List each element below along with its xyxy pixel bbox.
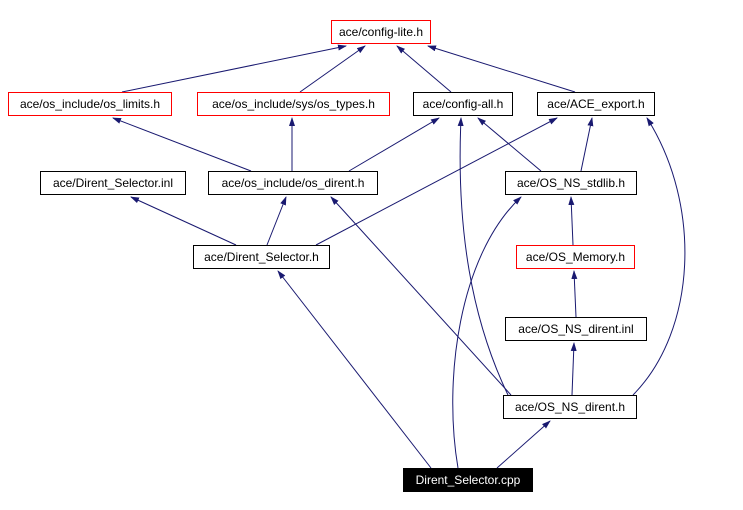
edge-config-all-to-config-lite — [396, 45, 452, 93]
node-ace-ace-export-h[interactable]: ace/ACE_export.h — [537, 92, 655, 116]
edge-os-ns-dirent-h-to-os-ns-dirent-inl — [570, 342, 577, 396]
edge-dirent-selector-h-to-ace-export — [315, 117, 558, 246]
edge-dirent-selector-cpp-to-dirent-selector-h — [277, 270, 432, 469]
edge-dirent-selector-cpp-to-os-ns-stdlib — [452, 196, 522, 469]
edge-ace-export-to-config-lite — [427, 45, 576, 93]
edge-os-dirent-to-config-all — [348, 117, 440, 172]
edge-dirent-selector-cpp-to-os-ns-dirent-h — [496, 420, 551, 469]
node-ace-os-memory-h[interactable]: ace/OS_Memory.h — [516, 245, 635, 269]
node-ace-os-ns-stdlib-h[interactable]: ace/OS_NS_stdlib.h — [505, 171, 637, 195]
node-ace-os-include-sys-os-types-h[interactable]: ace/os_include/sys/os_types.h — [197, 92, 390, 116]
node-dirent-selector-cpp: Dirent_Selector.cpp — [403, 468, 533, 492]
edge-os-dirent-to-os-limits — [112, 117, 252, 172]
node-ace-config-lite-h[interactable]: ace/config-lite.h — [331, 20, 431, 44]
edge-os-ns-stdlib-to-config-all — [477, 117, 542, 172]
node-ace-os-include-os-dirent-h[interactable]: ace/os_include/os_dirent.h — [208, 171, 378, 195]
node-ace-os-ns-dirent-inl[interactable]: ace/OS_NS_dirent.inl — [505, 317, 647, 341]
node-ace-dirent-selector-h[interactable]: ace/Dirent_Selector.h — [193, 245, 330, 269]
edge-os-limits-to-config-lite — [121, 44, 347, 93]
node-ace-os-include-os-limits-h[interactable]: ace/os_include/os_limits.h — [8, 92, 172, 116]
edge-os-ns-stdlib-to-ace-export — [580, 117, 594, 172]
edge-os-ns-dirent-h-to-ace-export — [632, 117, 686, 396]
edge-dirent-selector-h-to-os-dirent — [266, 196, 287, 246]
edge-sys-os-types-to-config-lite — [299, 45, 366, 93]
edge-os-ns-dirent-h-to-os-dirent — [330, 196, 512, 396]
node-ace-dirent-selector-inl[interactable]: ace/Dirent_Selector.inl — [40, 171, 186, 195]
node-ace-config-all-h[interactable]: ace/config-all.h — [413, 92, 513, 116]
edge-os-memory-to-os-ns-stdlib — [568, 196, 575, 246]
edge-os-ns-dirent-inl-to-os-memory — [571, 270, 578, 318]
edge-os-ns-dirent-h-to-config-all — [457, 117, 509, 396]
edge-dirent-selector-h-to-dirent-selector-inl — [130, 196, 237, 246]
node-ace-os-ns-dirent-h[interactable]: ace/OS_NS_dirent.h — [503, 395, 637, 419]
